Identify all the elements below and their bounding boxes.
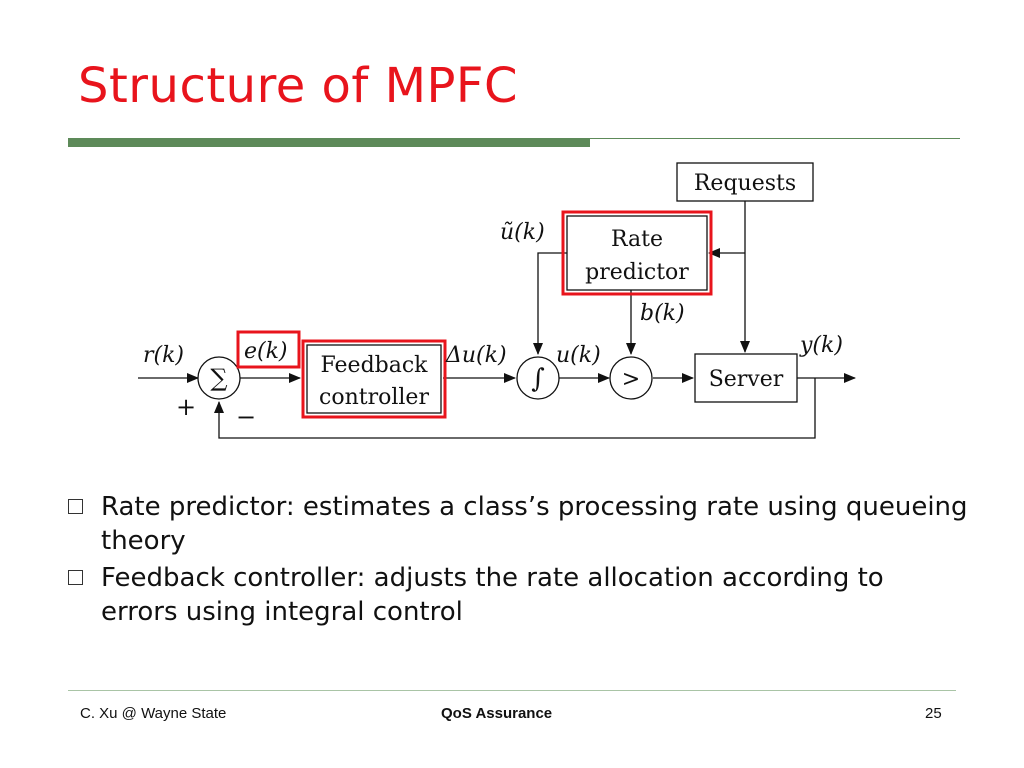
title-underline-thick: [68, 138, 590, 147]
rate-predictor-block: [566, 215, 708, 291]
server-block: [694, 353, 798, 403]
y-label: y(k): [799, 333, 843, 358]
predictor-to-integrator-line: [533, 252, 567, 355]
delta-u-label: Δu(k): [445, 343, 507, 368]
feedback-loop-line: [214, 378, 816, 439]
bullet-item-rate-predictor: Rate predictor: estimates a class’s proc…: [68, 490, 968, 558]
rate-predictor-label-1: Rate: [611, 227, 663, 252]
feedback-controller-highlight: [301, 339, 447, 419]
rate-predictor-label-2: predictor: [585, 260, 689, 285]
integrator-node: [516, 356, 560, 400]
signal-lines: [138, 200, 856, 439]
sum-symbol: ∑: [210, 364, 227, 392]
requests-label: Requests: [694, 171, 796, 196]
square-bullet-icon: [68, 499, 83, 514]
title-underline-thin: [590, 138, 960, 139]
footer-course: QoS Assurance: [441, 705, 553, 722]
footer-divider: [68, 690, 956, 691]
feedback-controller-block: [306, 344, 442, 414]
square-bullet-icon: [68, 570, 83, 585]
comparator-node: [609, 356, 653, 400]
r-label: r(k): [143, 343, 184, 368]
feedback-controller-label-2: controller: [319, 385, 429, 410]
server-label: Server: [709, 367, 784, 392]
bullet-list: Rate predictor: estimates a class’s proc…: [68, 490, 968, 632]
plus-sign: +: [176, 393, 196, 421]
u-label: u(k): [556, 343, 601, 368]
bullet-text: Feedback controller: adjusts the rate al…: [101, 563, 884, 627]
rate-predictor-highlight: [561, 210, 713, 296]
summing-junction: [197, 356, 241, 400]
error-signal-highlight: [236, 330, 301, 369]
slide-title: Structure of MPFC: [78, 58, 519, 114]
requests-block: [676, 162, 814, 202]
page-number: 25: [925, 705, 942, 722]
feedback-controller-label-1: Feedback: [320, 353, 428, 378]
bullet-item-feedback-controller: Feedback controller: adjusts the rate al…: [68, 561, 968, 629]
b-label: b(k): [640, 301, 685, 326]
u-tilde-label: ũ(k): [500, 220, 545, 245]
minus-sign: −: [236, 403, 256, 431]
footer-author: C. Xu @ Wayne State: [80, 705, 227, 722]
e-label: e(k): [244, 339, 288, 364]
compare-symbol: >: [622, 367, 640, 392]
bullet-text: Rate predictor: estimates a class’s proc…: [101, 492, 968, 556]
integral-symbol: ∫: [531, 364, 545, 394]
